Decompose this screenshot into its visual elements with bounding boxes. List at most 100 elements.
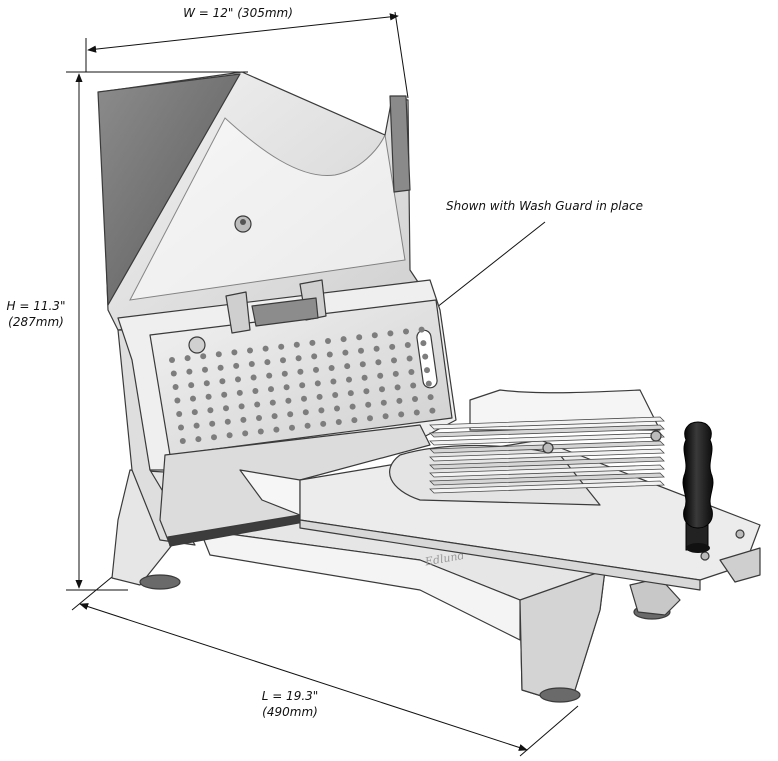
wash-guard-callout-text: Shown with Wash Guard in place [446, 199, 643, 213]
perforation-hole [207, 407, 214, 414]
perforation-hole [422, 353, 429, 360]
perforation-hole [262, 345, 269, 352]
length-dimension-label-line1: L = 19.3" [262, 689, 319, 703]
perforation-hole [413, 409, 420, 416]
perforation-hole [184, 355, 191, 362]
perforation-hole [280, 357, 286, 364]
slicer-illustration: Edlund [97, 71, 761, 703]
wash-guard-callout: Shown with Wash Guard in place [407, 199, 643, 331]
perforation-hole [328, 365, 335, 371]
pusher-plate [117, 279, 457, 471]
perforation-hole [242, 430, 249, 437]
perforation-hole [188, 382, 195, 389]
perforation-holes [169, 326, 436, 444]
perforation-hole [217, 364, 224, 371]
perforation-hole [170, 370, 177, 377]
height-dimension-label-line2: (287mm) [8, 315, 64, 329]
perforation-hole [248, 361, 255, 367]
perforation-hole [287, 411, 294, 418]
perforation-hole [332, 392, 339, 398]
perforation-hole [396, 397, 403, 404]
perforation-hole [311, 353, 318, 360]
perforation-hole [412, 396, 418, 402]
perforation-hole [427, 394, 434, 401]
perforation-hole [351, 417, 358, 424]
perforation-hole [190, 395, 196, 402]
blade-layer [429, 416, 665, 430]
perforation-hole [326, 351, 333, 358]
perforation-hole [318, 407, 325, 414]
perforation-hole [283, 384, 290, 391]
perforation-hole [330, 378, 337, 385]
perforation-hole [408, 369, 415, 375]
length-dimension-label-line2: (490mm) [262, 705, 318, 719]
perforation-hole [293, 341, 300, 348]
perforation-hole [299, 382, 306, 389]
perforation-hole [256, 415, 262, 421]
perforation-hole [301, 395, 307, 402]
perforation-hole [240, 416, 247, 423]
perforation-hole [314, 380, 321, 387]
perforation-hole [233, 362, 240, 369]
perforation-hole [169, 357, 175, 363]
cutting-table [299, 389, 761, 591]
perforation-hole [313, 366, 319, 373]
perforation-hole [186, 368, 193, 375]
perforation-hole [226, 432, 233, 439]
blade-layer [429, 456, 665, 470]
perforation-hole [235, 376, 241, 383]
perforation-hole [264, 359, 271, 366]
perforation-hole [209, 420, 216, 427]
perforation-hole [335, 419, 342, 425]
length-dimension: L = 19.3" (490mm) [71, 571, 579, 757]
perforation-hole [223, 405, 229, 412]
perforation-hole [380, 399, 387, 406]
perforation-hole [375, 359, 382, 366]
perforation-hole [394, 384, 401, 391]
perforation-hole [285, 397, 292, 404]
perforation-hole [302, 409, 309, 416]
perforation-hole [382, 413, 389, 420]
perforation-hole [356, 334, 363, 341]
perforation-hole [418, 326, 425, 333]
perforation-hole [309, 339, 316, 346]
perforation-hole [221, 391, 228, 398]
blade-layer [429, 480, 665, 494]
perforation-hole [269, 399, 276, 406]
perforation-hole [340, 336, 347, 343]
perforation-hole [219, 378, 226, 385]
perforation-hole [325, 338, 331, 344]
perforation-hole [334, 405, 340, 412]
perforation-hole [238, 403, 245, 410]
perforation-hole [266, 372, 273, 379]
perforation-hole [195, 436, 202, 443]
blade-layer [429, 424, 665, 438]
perforation-hole [347, 390, 354, 397]
perforation-hole [389, 343, 396, 350]
perforation-hole [205, 393, 212, 400]
perforation-hole [247, 347, 253, 354]
perforation-hole [281, 370, 288, 377]
perforation-hole [268, 386, 274, 393]
perforation-hole [424, 367, 430, 374]
perforation-hole [297, 368, 304, 375]
perforation-hole [278, 343, 285, 350]
perforation-hole [250, 374, 257, 381]
perforation-hole [359, 361, 366, 368]
perforation-hole [316, 393, 323, 400]
perforation-hole [257, 428, 264, 435]
height-dimension-label-line1: H = 11.3" [7, 299, 66, 313]
perforation-hole [429, 407, 436, 414]
perforation-hole [373, 345, 380, 352]
food-tray [159, 424, 431, 547]
wash-guard [97, 71, 431, 331]
perforation-hole [252, 388, 259, 394]
perforation-hole [174, 397, 181, 404]
perforation-hole [176, 411, 183, 417]
perforation-hole [342, 349, 349, 356]
perforation-hole [320, 420, 327, 427]
perforation-hole [203, 380, 210, 387]
perforation-hole [420, 340, 427, 347]
perforation-hole [379, 386, 385, 393]
